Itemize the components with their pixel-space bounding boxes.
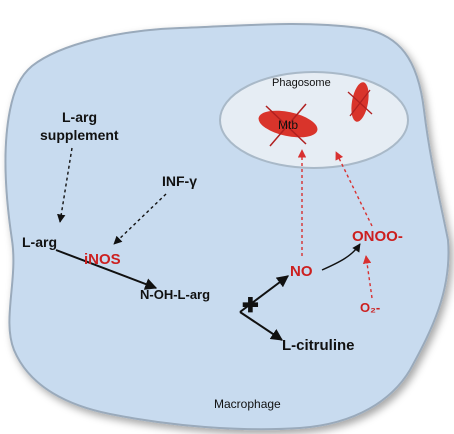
- second-bacterium: [347, 82, 373, 122]
- phagosome-label: Phagosome: [272, 77, 331, 89]
- inf-gamma-label: INF-γ: [162, 173, 197, 189]
- onoo-to-phagosome-arrow: [335, 151, 373, 227]
- mtb-bacterium: Mtb: [258, 103, 318, 147]
- o2-label: O₂-: [360, 300, 380, 315]
- l-citruline-label: L-citruline: [282, 337, 355, 354]
- l-arg-supplement-line2: supplement: [40, 127, 119, 143]
- macrophage-cell: [4, 22, 450, 431]
- l-arg-to-n-oh-arrow: [55, 249, 158, 290]
- no-to-onoo-arrow: [321, 243, 361, 271]
- l-arg-label: L-arg: [22, 234, 57, 250]
- supplement-arrow: [57, 147, 73, 223]
- o2-arrow: [362, 255, 373, 299]
- branch-to-citruline-arrow: [239, 311, 283, 341]
- onoo-label: ONOO-: [352, 228, 403, 245]
- n-oh-l-arg-label: N-OH-L-arg: [140, 287, 210, 302]
- inos-label: iNOS: [84, 251, 121, 268]
- plus-sign: ✚: [242, 295, 259, 317]
- l-arg-supplement-line1: L-arg: [62, 109, 97, 125]
- mtb-label: Mtb: [278, 118, 298, 132]
- inf-gamma-arrow: [113, 193, 167, 245]
- no-label: NO: [290, 263, 313, 280]
- macrophage-label: Macrophage: [214, 397, 281, 411]
- branch-to-no-arrow: [239, 275, 289, 313]
